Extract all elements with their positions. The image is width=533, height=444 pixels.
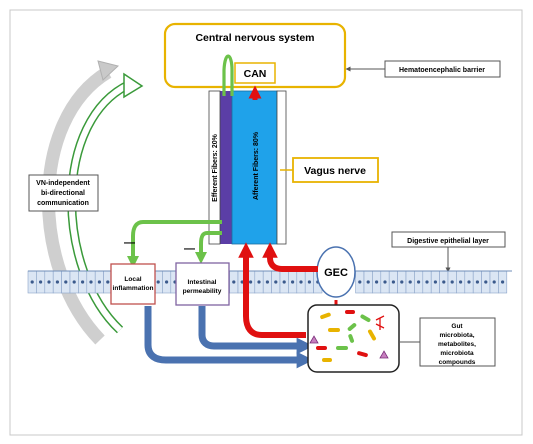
gut-line-2: microbiota,: [439, 332, 474, 339]
cell-nucleus: [501, 280, 505, 284]
inhibit-symbol-2: —: [184, 243, 195, 255]
vagus-box: [292, 157, 379, 183]
hematoencephalic-box: [384, 60, 501, 78]
gut-label-box: [419, 317, 496, 367]
gut-microbiota-box: [307, 304, 400, 373]
cell-nucleus: [265, 280, 269, 284]
efferent-fibers-band: [208, 90, 221, 245]
vn-independent-line-3: communication: [37, 200, 89, 207]
cell-nucleus: [156, 280, 160, 284]
cell-nucleus: [391, 280, 395, 284]
cell-nucleus: [64, 280, 68, 284]
efferent-to-permeability-arrow: [195, 231, 222, 264]
cell-nucleus: [400, 280, 404, 284]
cell-nucleus: [89, 280, 93, 284]
cell-nucleus: [442, 280, 446, 284]
cell-nucleus: [417, 280, 421, 284]
gray-arrowhead: [97, 60, 120, 81]
intestinal-permeability-line-1: Intestinal: [188, 279, 217, 286]
cell-nucleus: [375, 280, 379, 284]
efferent-label: Efferent Fibers: 20%: [212, 133, 219, 201]
cell-nucleus: [106, 280, 110, 284]
microbiota-to-vagus-arrow: [238, 242, 306, 338]
cell-nucleus: [307, 280, 311, 284]
can-label: CAN: [244, 68, 267, 80]
inhibit-symbol-1: —: [124, 237, 135, 249]
intestinal-permeability-line-2: permeability: [183, 288, 222, 295]
digestive-box: [391, 231, 506, 248]
efferent-loop-arrow: [222, 54, 234, 96]
gec-label: GEC: [324, 267, 348, 279]
cell-nucleus: [459, 280, 463, 284]
vn-independent-box: [28, 174, 99, 212]
efferent-to-inflammation-arrow: [127, 220, 222, 268]
intestinal-permeability-box: [175, 262, 230, 306]
gut-line-1: Gut: [451, 323, 463, 330]
efferent-strip: [220, 91, 232, 244]
local-inflammation-box: [110, 263, 156, 305]
microbiota-particles: [309, 310, 389, 362]
cell-nucleus: [358, 280, 362, 284]
cell-nucleus: [467, 280, 471, 284]
cell-nucleus: [291, 280, 295, 284]
cell-nucleus: [408, 280, 412, 284]
cell-nucleus: [425, 280, 429, 284]
cell-nucleus: [484, 280, 488, 284]
cell-nucleus: [433, 280, 437, 284]
cell-nucleus: [274, 280, 278, 284]
cell-nucleus: [383, 280, 387, 284]
vn-independent-line-2: bi-directional: [41, 190, 85, 197]
cell-nucleus: [165, 280, 169, 284]
cell-nucleus: [257, 280, 261, 284]
digestive-label: Digestive epithelial layer: [407, 238, 489, 245]
inflammation-to-microbiota-arrow: [144, 306, 314, 369]
cell-nucleus: [30, 280, 34, 284]
vagus-label: Vagus nerve: [304, 165, 366, 177]
can-box: [234, 62, 276, 84]
green-outline-arrowhead: [123, 72, 144, 99]
cns-label: Central nervous system: [195, 32, 314, 44]
cell-nucleus: [81, 280, 85, 284]
cell-nucleus: [47, 280, 51, 284]
cell-nucleus: [450, 280, 454, 284]
cell-nucleus: [97, 280, 101, 284]
cell-nucleus: [492, 280, 496, 284]
gut-line-4: microbiota: [440, 350, 474, 357]
epithelial-cell-row: [27, 270, 512, 294]
nerve-right-edge: [276, 90, 287, 245]
cell-nucleus: [249, 280, 253, 284]
cell-nucleus: [55, 280, 60, 284]
local-inflammation-line-1: Local: [124, 276, 141, 283]
gut-line-5: compounds: [439, 359, 476, 366]
local-inflammation-line-2: inflammation: [112, 285, 153, 292]
hematoencephalic-label: Hematoencephalic barrier: [399, 67, 485, 74]
cell-nucleus: [39, 280, 43, 284]
vn-independent-line-1: VN-independent: [36, 180, 90, 187]
cell-nucleus: [240, 280, 244, 284]
cell-nucleus: [72, 280, 76, 284]
cell-nucleus: [366, 280, 370, 284]
gec-to-vagus-arrow: [262, 242, 318, 272]
permeability-to-microbiota-arrow: [198, 306, 314, 355]
cell-nucleus: [299, 280, 303, 284]
cell-nucleus: [282, 280, 286, 284]
gut-line-3: metabolites,: [438, 341, 476, 348]
afferent-label: Afferent Fibers: 80%: [253, 131, 260, 200]
afferent-fibers-band: [231, 90, 278, 245]
cell-nucleus: [475, 280, 479, 284]
cell-nucleus: [232, 280, 236, 284]
